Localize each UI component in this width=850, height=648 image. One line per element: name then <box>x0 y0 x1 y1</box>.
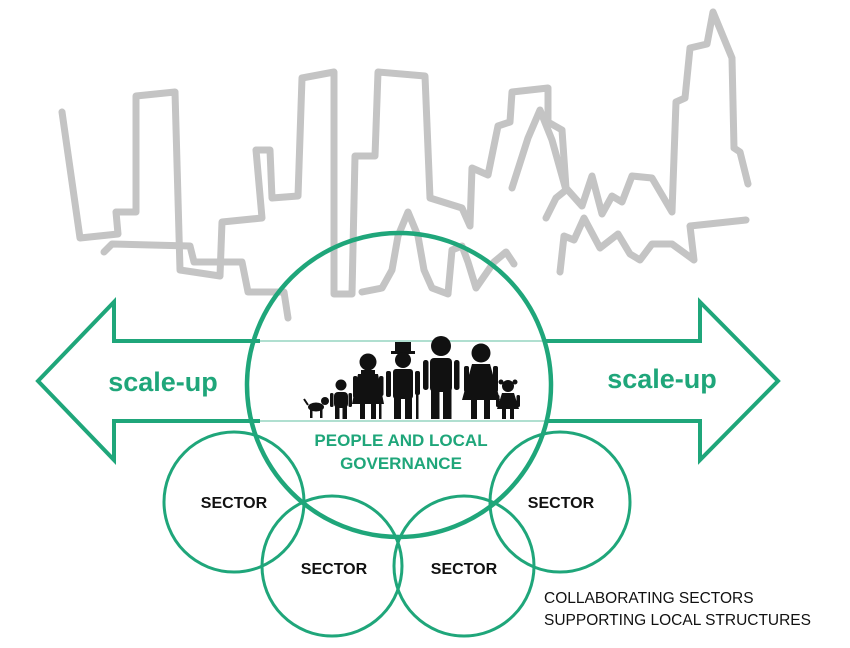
sector-circle-bottom-left <box>260 494 404 638</box>
sector-circle-right <box>488 430 632 574</box>
skyline-tower-cap <box>508 106 570 222</box>
caption-line2: SUPPORTING LOCAL STRUCTURES <box>544 612 811 629</box>
caption-line1: COLLABORATING SECTORS <box>544 590 754 607</box>
left-arrow-outline <box>35 297 260 465</box>
father-figure <box>423 336 460 419</box>
city-skyline-illustration <box>58 8 752 322</box>
scale-up-arrow-right <box>545 297 781 465</box>
grandmother-figure <box>352 353 384 419</box>
center-title-line1: PEOPLE AND LOCAL <box>314 431 487 450</box>
family-icon <box>303 336 520 419</box>
right-arrow-outline <box>545 297 781 465</box>
scale-up-label-right: scale-up <box>607 364 717 394</box>
child-figure <box>330 379 352 419</box>
sector-label-bottom-right: SECTOR <box>431 561 498 578</box>
sector-label-bottom-left: SECTOR <box>301 561 368 578</box>
center-title-line2: GOVERNANCE <box>340 454 462 473</box>
scale-up-label-left: scale-up <box>108 367 218 397</box>
grandfather-figure <box>386 342 420 419</box>
skyline-right-block <box>556 214 750 276</box>
sector-label-right: SECTOR <box>528 495 595 512</box>
mother-figure <box>462 343 500 419</box>
skyline-spire <box>358 208 518 298</box>
girl-figure <box>496 379 520 419</box>
scale-up-arrow-left <box>35 297 260 465</box>
sector-circles <box>162 430 632 638</box>
skyline-outline <box>58 8 752 298</box>
sector-label-left: SECTOR <box>201 495 268 512</box>
dog-figure <box>303 397 329 418</box>
skyline-midground <box>100 240 292 322</box>
